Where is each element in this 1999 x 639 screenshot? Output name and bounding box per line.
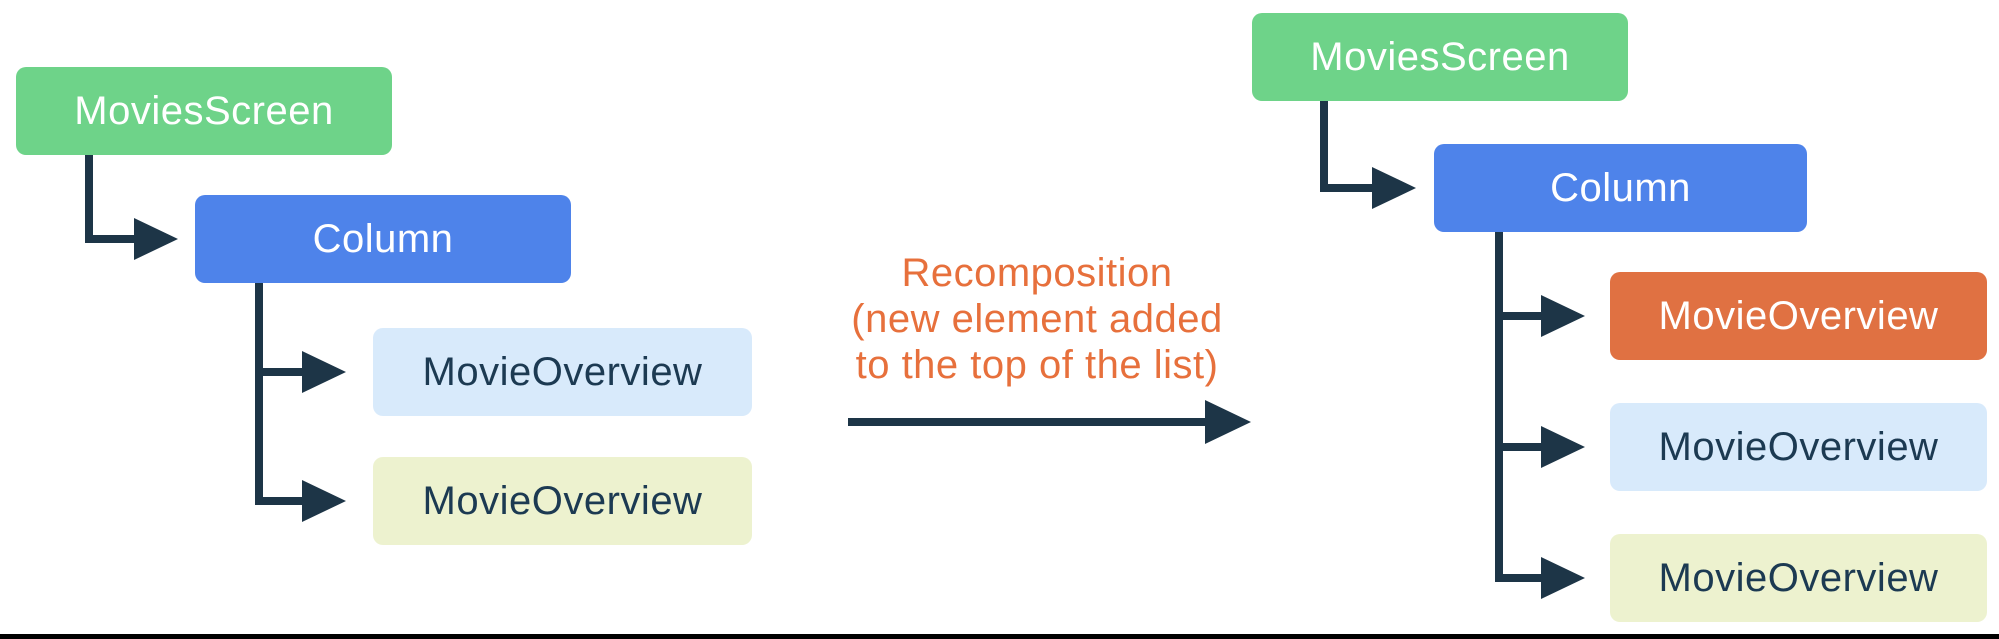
node-label: MovieOverview bbox=[1658, 555, 1939, 600]
node-label: MoviesScreen bbox=[74, 88, 334, 133]
node-label: Column bbox=[1550, 165, 1691, 210]
right-children-trunk-line bbox=[1495, 232, 1503, 582]
arrowhead-icon bbox=[1372, 167, 1416, 209]
arrowhead-icon bbox=[1541, 295, 1585, 337]
left-elbow-connector-vertical bbox=[85, 155, 93, 243]
bottom-divider bbox=[0, 634, 1999, 639]
caption-line-2: (new element added bbox=[851, 297, 1223, 341]
node-label: Column bbox=[312, 216, 454, 261]
arrowhead-icon bbox=[1205, 400, 1251, 444]
right-elbow-connector-horizontal bbox=[1320, 184, 1372, 192]
caption-line-3: to the top of the list) bbox=[855, 343, 1219, 387]
recomposition-caption: Recomposition (new element added to the … bbox=[787, 250, 1287, 388]
right-branch-line-3 bbox=[1495, 574, 1541, 582]
left-node-movieoverview-2: MovieOverview bbox=[373, 457, 752, 545]
right-node-column: Column bbox=[1434, 144, 1807, 232]
left-branch-line-2 bbox=[255, 497, 302, 505]
transition-arrow-shaft bbox=[848, 418, 1205, 426]
node-label: MoviesScreen bbox=[1310, 34, 1570, 79]
arrowhead-icon bbox=[302, 480, 346, 522]
left-node-column: Column bbox=[195, 195, 571, 283]
node-label: MovieOverview bbox=[422, 478, 703, 523]
left-node-moviesscreen: MoviesScreen bbox=[16, 67, 392, 155]
left-elbow-connector-horizontal bbox=[85, 235, 134, 243]
node-label: MovieOverview bbox=[1658, 424, 1939, 469]
arrowhead-icon bbox=[1541, 426, 1585, 468]
right-node-movieoverview-new: MovieOverview bbox=[1610, 272, 1987, 360]
left-node-movieoverview-1: MovieOverview bbox=[373, 328, 752, 416]
right-node-moviesscreen: MoviesScreen bbox=[1252, 13, 1628, 101]
node-label: MovieOverview bbox=[422, 349, 703, 394]
left-children-trunk-line bbox=[255, 283, 263, 505]
right-branch-line-2 bbox=[1495, 443, 1541, 451]
right-elbow-connector-vertical bbox=[1320, 101, 1328, 192]
caption-line-1: Recomposition bbox=[901, 251, 1173, 295]
right-node-movieoverview-3: MovieOverview bbox=[1610, 534, 1987, 622]
node-label: MovieOverview bbox=[1658, 293, 1939, 338]
arrowhead-icon bbox=[1541, 557, 1585, 599]
left-branch-line-1 bbox=[255, 368, 302, 376]
arrowhead-icon bbox=[134, 218, 178, 260]
right-branch-line-1 bbox=[1495, 312, 1541, 320]
arrowhead-icon bbox=[302, 351, 346, 393]
right-node-movieoverview-2: MovieOverview bbox=[1610, 403, 1987, 491]
